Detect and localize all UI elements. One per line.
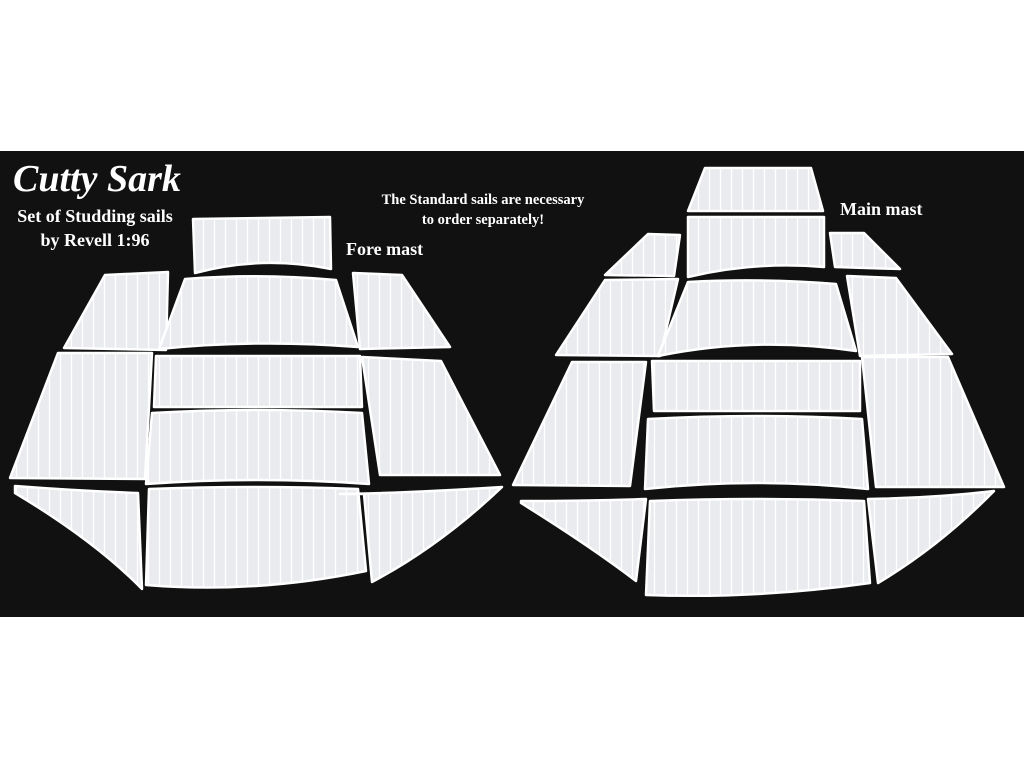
sails-illustration — [8, 166, 1006, 598]
fore-sail-upper-left — [62, 270, 170, 352]
fore-sail-middle-left — [8, 351, 154, 481]
product-subtitle-line1: Set of Studding sails — [17, 206, 173, 226]
main-sail-lower-right — [866, 489, 996, 585]
product-subtitle-line2: by Revell 1:96 — [40, 230, 150, 250]
notice-line2: to order separately! — [421, 212, 545, 228]
main-sail-right-small — [828, 231, 902, 271]
fore-sail-lower-right — [338, 485, 504, 584]
fore-sail-upper-right — [351, 271, 452, 351]
main-sail-left-small — [603, 232, 682, 278]
product-title: Cutty Sark — [13, 158, 181, 200]
main-mast-label: Main mast — [840, 199, 923, 219]
main-sail-middle-left — [511, 360, 648, 488]
main-sail-top — [686, 166, 825, 213]
fore-sail-middle-center-2 — [144, 408, 371, 486]
product-photo: Cutty Sark Set of Studding sails by Reve… — [0, 151, 1024, 617]
fore-sail-upper-middle — [157, 274, 360, 351]
notice-line1: The Standard sails are necessary — [381, 192, 585, 208]
fore-sail-lower-left — [13, 484, 144, 591]
main-sail-lower-left — [519, 497, 648, 583]
fore-mast-label: Fore mast — [346, 239, 424, 259]
fore-sail-top — [191, 215, 333, 275]
main-sail-lower-center — [644, 497, 872, 598]
fore-sail-middle-right — [360, 355, 502, 477]
main-sail-upper-middle — [656, 279, 858, 358]
main-sail-middle-right — [860, 355, 1006, 489]
main-sail-upper-right — [845, 274, 954, 358]
fore-sail-middle-center-1 — [152, 354, 364, 409]
fore-sail-lower-center — [144, 485, 368, 589]
main-sail-upper-left — [554, 277, 680, 358]
main-sail-upper-1 — [686, 215, 826, 279]
main-sail-middle-center-2 — [643, 414, 870, 491]
main-sail-middle-center-1 — [650, 359, 862, 413]
